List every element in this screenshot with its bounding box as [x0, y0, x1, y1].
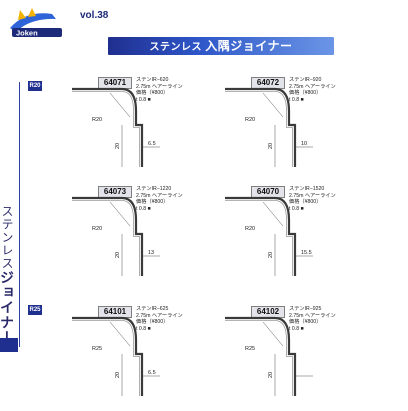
sidebar-tab: [0, 338, 18, 352]
profile-drawing: R20 20 15.5: [225, 196, 313, 276]
product-price: 価格（¥800）: [289, 90, 322, 96]
width-label: 15.5: [301, 250, 312, 256]
radius-leader: [109, 92, 131, 118]
radius-label: R25: [245, 346, 255, 352]
product-spec: 2.75m ヘアーライン: [289, 192, 336, 199]
product-thickness: t 0.8 ■: [136, 96, 151, 103]
profile-outline: [72, 316, 144, 396]
radius-label: R20: [92, 226, 102, 232]
product-code: 64071: [98, 77, 132, 89]
profile-inner-line: [225, 320, 293, 396]
page-title-main: 入隅ジョイナー: [205, 39, 293, 53]
profile-outline: [225, 316, 297, 396]
product-thickness: t 0.8 ■: [289, 325, 304, 332]
product-thickness: t 0.8 ■: [136, 205, 151, 212]
radius-badge-r20: R20: [28, 81, 42, 91]
profile-inner-line: [72, 91, 140, 167]
product-thickness: t 0.8 ■: [136, 325, 151, 332]
width-label: 6.5: [148, 370, 156, 376]
volume-label: vol.38: [80, 10, 109, 21]
product-price: 価格（¥800）: [289, 319, 322, 325]
title-banner: [108, 37, 334, 55]
height-label: 20: [115, 143, 121, 149]
radius-leader: [109, 321, 131, 347]
product-price: 価格（¥800）: [289, 199, 322, 205]
product-name: ステンIR−920: [289, 77, 322, 83]
product-thickness: t 0.8 ■: [289, 205, 304, 212]
product-spec: 2.75m ヘアーライン: [136, 83, 183, 90]
product-name: ステンIR−625: [136, 306, 169, 312]
profile-outline: [225, 87, 297, 167]
radius-label: R20: [92, 117, 102, 123]
radius-badge-r25: R25: [28, 305, 42, 315]
profile-inner-line: [225, 200, 293, 276]
sidebar-title-prefix: ステンレス: [0, 205, 14, 270]
profile-drawing: R20 20 10: [225, 87, 313, 167]
height-label: 20: [268, 252, 274, 258]
profile-drawing: R25 20: [225, 316, 313, 396]
radius-leader: [262, 201, 284, 227]
product-spec: 2.75m ヘアーライン: [289, 312, 336, 319]
product-spec: 2.75m ヘアーライン: [136, 312, 183, 319]
product-price: 価格（¥800）: [136, 90, 169, 96]
radius-leader: [262, 92, 284, 118]
brand-logo: Joken: [10, 8, 62, 38]
svg-text:Joken: Joken: [16, 29, 38, 38]
width-label: 6.5: [148, 141, 156, 147]
width-label: 13: [148, 250, 154, 256]
page-title-prefix: ステンレス: [149, 42, 202, 53]
profile-drawing: R20 20 13: [72, 196, 160, 276]
product-thickness: t 0.8 ■: [289, 96, 304, 103]
product-spec: 2.75m ヘアーライン: [136, 192, 183, 199]
product-price: 価格（¥800）: [136, 319, 169, 325]
height-label: 20: [268, 143, 274, 149]
radius-leader: [262, 321, 284, 347]
width-label: 10: [301, 141, 307, 147]
height-label: 20: [268, 372, 274, 378]
radius-label: R20: [245, 117, 255, 123]
height-label: 20: [115, 372, 121, 378]
profile-outline: [225, 196, 297, 276]
profile-inner-line: [225, 91, 293, 167]
sidebar-divider: [19, 82, 20, 347]
radius-label: R20: [245, 226, 255, 232]
profile-outline: [72, 87, 144, 167]
product-name: ステンIR−1520: [289, 186, 325, 192]
product-name: ステンIR−925: [289, 306, 322, 312]
product-spec: 2.75m ヘアーライン: [289, 83, 336, 90]
profile-outline: [72, 196, 144, 276]
profile-drawing: R20 20 6.5: [72, 87, 160, 167]
sidebar-title-main: ジョイナー: [0, 270, 15, 345]
profile-inner-line: [72, 200, 140, 276]
product-name: ステンIR−1220: [136, 186, 172, 192]
product-name: ステンIR−620: [136, 77, 169, 83]
profile-inner-line: [72, 320, 140, 396]
page-title: ステンレス 入隅ジョイナー: [108, 37, 334, 55]
radius-label: R25: [92, 346, 102, 352]
profile-drawing: R25 20 6.5: [72, 316, 160, 396]
radius-leader: [109, 201, 131, 227]
height-label: 20: [115, 252, 121, 258]
sidebar-title: ステンレスジョイナー: [0, 205, 17, 345]
product-price: 価格（¥800）: [136, 199, 169, 205]
